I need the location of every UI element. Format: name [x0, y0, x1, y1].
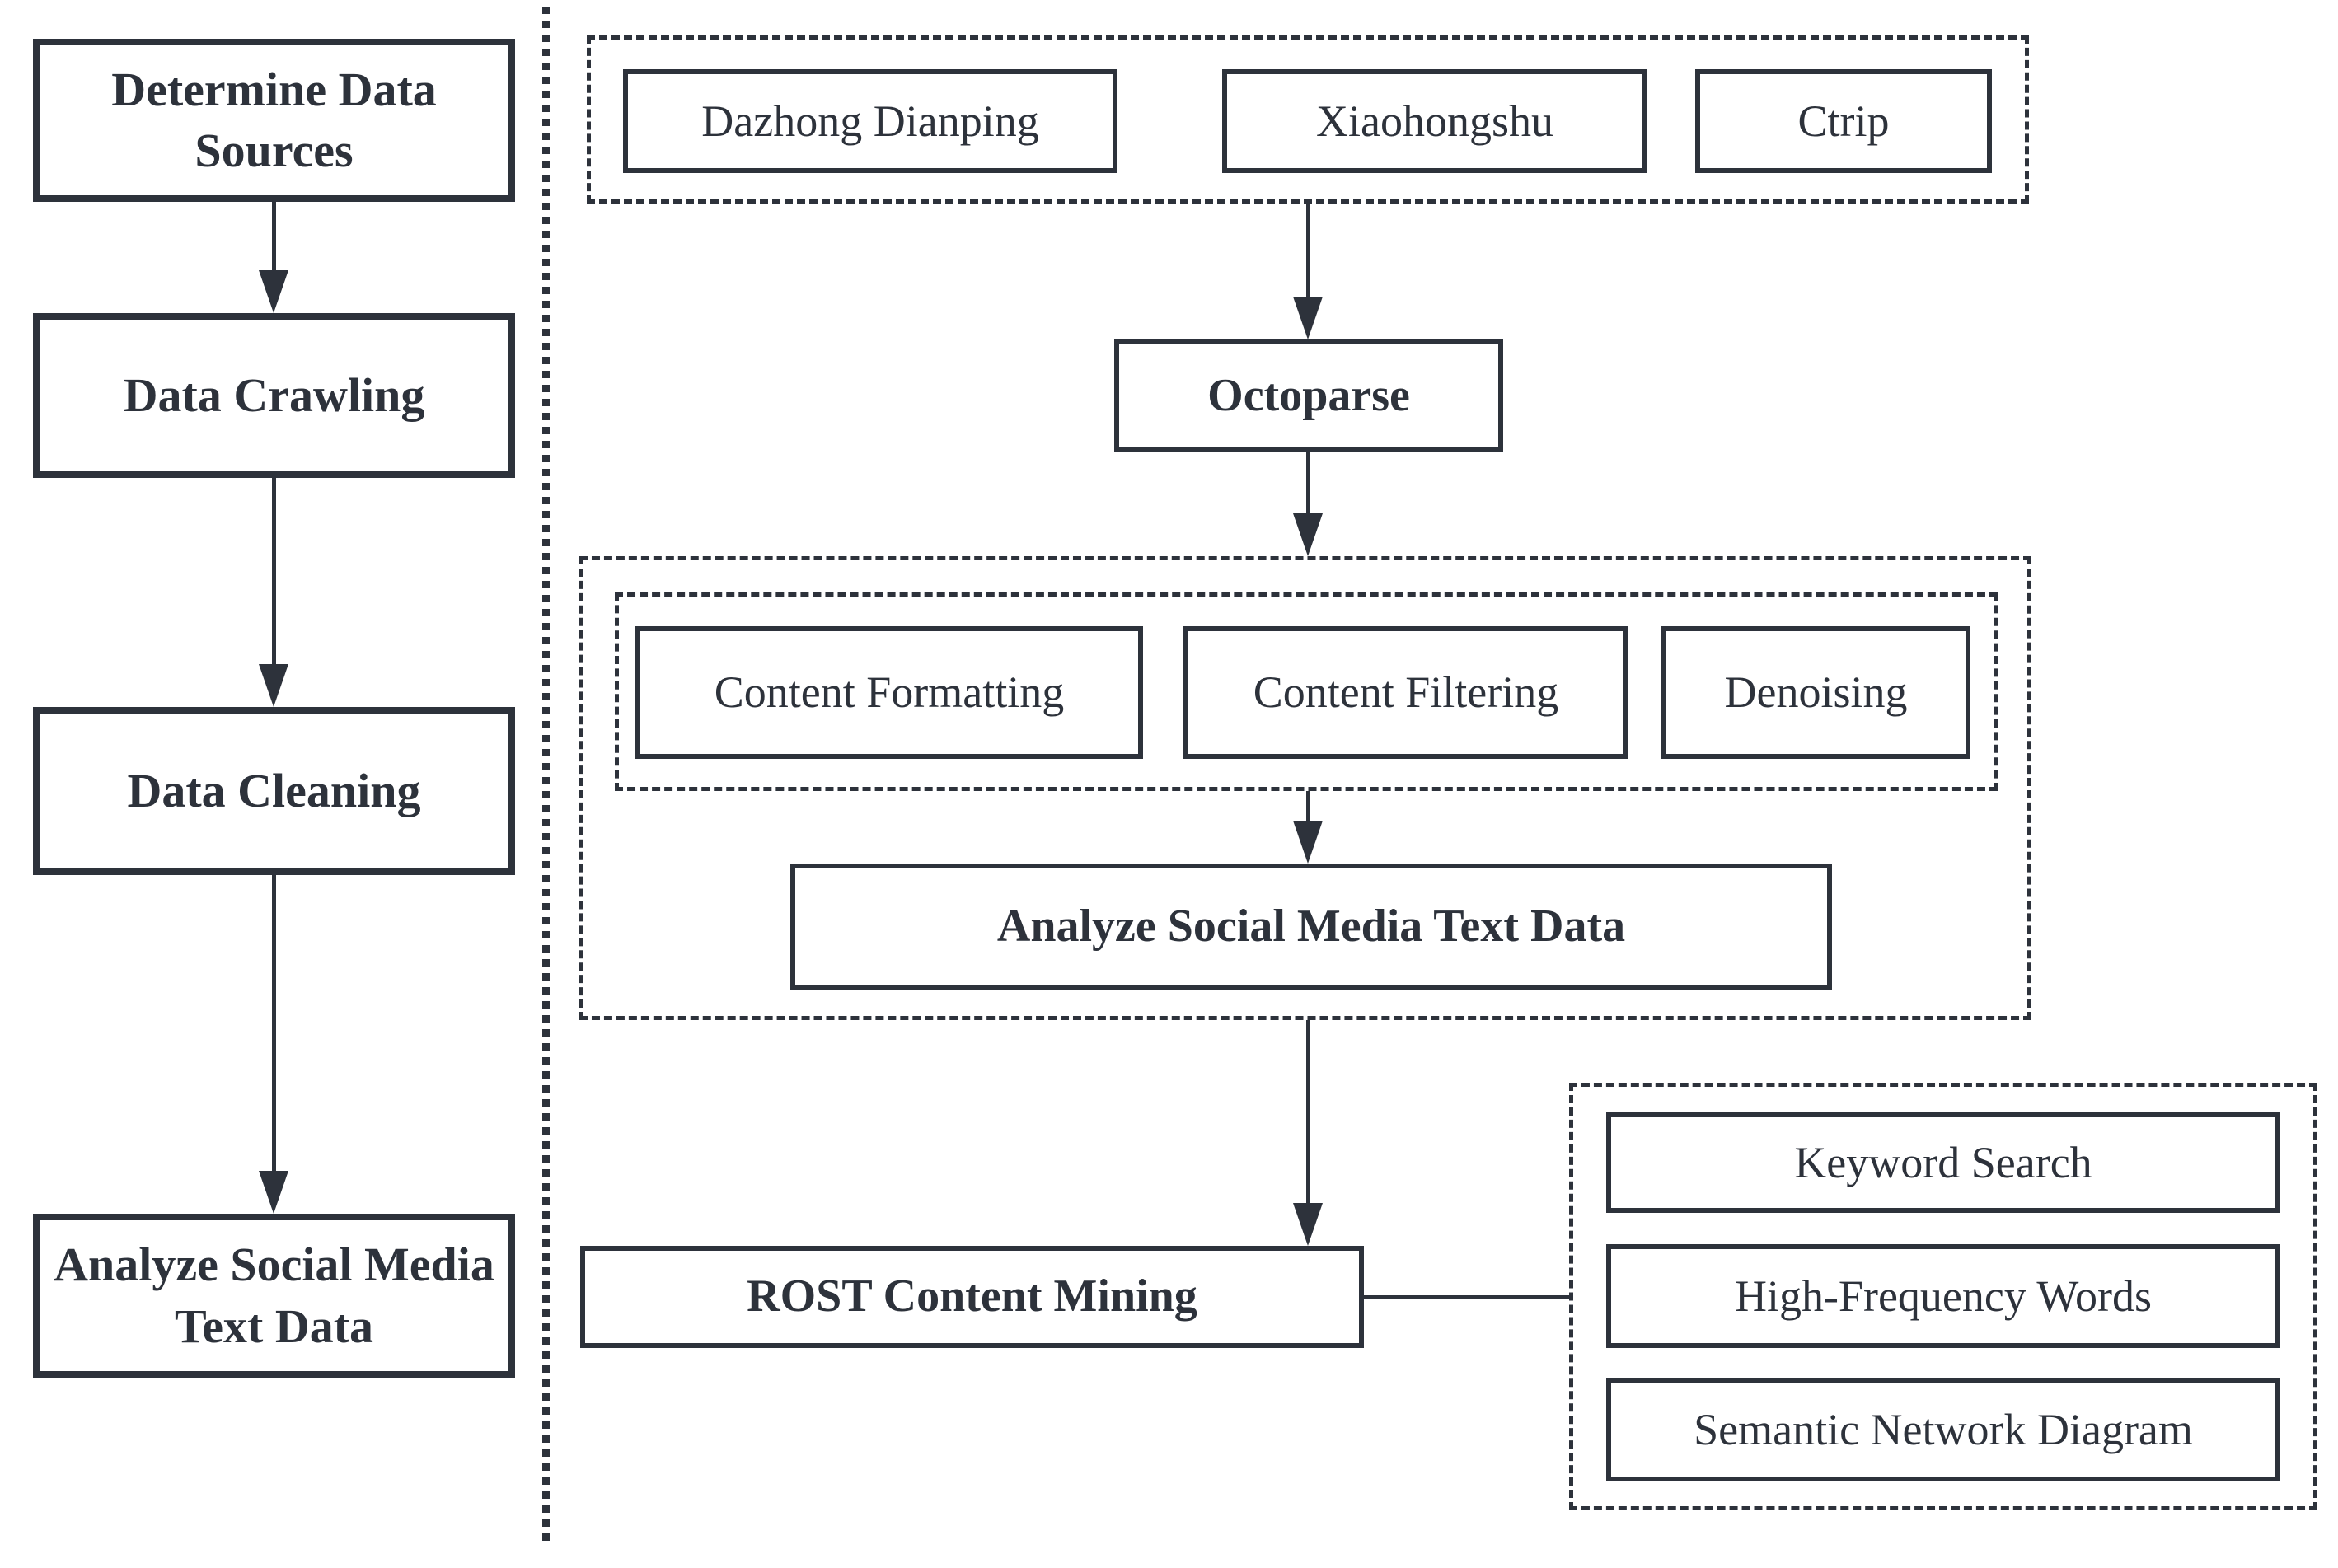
source-label: Xiaohongshu	[1316, 96, 1553, 146]
output-box-keyword-search: Keyword Search	[1606, 1112, 2280, 1213]
arrow-head-sources-to-octoparse	[1293, 297, 1323, 339]
arrow-head-crawling-to-cleaning	[259, 664, 288, 707]
data-sources-group	[587, 35, 2029, 204]
outputs-group	[1569, 1083, 2317, 1510]
tool-label: ROST Content Mining	[747, 1271, 1197, 1322]
step-label: Data Cleaning	[127, 763, 421, 817]
cleaning-label: Content Filtering	[1253, 667, 1559, 718]
source-label: Dazhong Dianping	[701, 96, 1039, 146]
output-box-high-frequency-words: High-Frequency Words	[1606, 1244, 2280, 1348]
source-label: Ctrip	[1797, 96, 1890, 146]
output-label: Keyword Search	[1794, 1137, 2092, 1187]
arrow-shaft-determine-to-crawling	[272, 202, 276, 274]
connector-rost-to-outputs	[1364, 1295, 1570, 1299]
step-label: Data Crawling	[123, 367, 425, 422]
tool-box-rost-content-mining: ROST Content Mining	[580, 1246, 1364, 1348]
arrow-shaft-cleaning-to-analyze	[272, 875, 276, 1174]
arrow-shaft-octoparse-to-cleaning	[1306, 452, 1310, 517]
cleaning-label: Content Formatting	[714, 667, 1065, 718]
arrow-head-cleaning-to-analyze	[259, 1171, 288, 1214]
arrow-shaft-analysis-to-rost	[1306, 1020, 1310, 1206]
arrow-head-analysis-to-rost	[1293, 1203, 1323, 1246]
cleaning-box-content-filtering: Content Filtering	[1183, 626, 1628, 759]
cleaning-label: Denoising	[1724, 667, 1908, 718]
tool-box-octoparse: Octoparse	[1114, 339, 1503, 452]
cleaning-box-denoising: Denoising	[1661, 626, 1970, 759]
step-label: Determine Data Sources	[111, 62, 437, 177]
tool-label: Octoparse	[1207, 369, 1410, 421]
arrow-head-octoparse-to-cleaning	[1293, 513, 1323, 556]
step-box-data-crawling: Data Crawling	[33, 313, 515, 478]
arrow-head-determine-to-crawling	[259, 270, 288, 313]
source-box-xiaohongshu: Xiaohongshu	[1222, 69, 1647, 173]
arrow-shaft-cleaning-to-analysis	[1306, 791, 1310, 824]
arrow-head-cleaning-to-analysis	[1293, 821, 1323, 864]
step-box-data-cleaning: Data Cleaning	[33, 707, 515, 875]
output-label: Semantic Network Diagram	[1694, 1404, 2193, 1454]
output-label: High-Frequency Words	[1734, 1271, 2153, 1321]
step-box-analyze-social-media-text-data: Analyze Social Media Text Data	[33, 1214, 515, 1378]
arrow-shaft-sources-to-octoparse	[1306, 204, 1310, 300]
arrow-shaft-crawling-to-cleaning	[272, 478, 276, 667]
panel-divider-dotted-line	[542, 7, 550, 1546]
source-box-ctrip: Ctrip	[1695, 69, 1992, 173]
cleaning-steps-group	[615, 592, 1998, 791]
cleaning-box-content-formatting: Content Formatting	[635, 626, 1143, 759]
analysis-box-analyze-social-media-text-data: Analyze Social Media Text Data	[790, 864, 1832, 990]
step-box-determine-data-sources: Determine Data Sources	[33, 39, 515, 202]
output-box-semantic-network-diagram: Semantic Network Diagram	[1606, 1378, 2280, 1481]
source-box-dazhong-dianping: Dazhong Dianping	[623, 69, 1117, 173]
cleaning-analysis-group	[579, 556, 2031, 1020]
step-label: Analyze Social Media Text Data	[54, 1238, 494, 1353]
analysis-label: Analyze Social Media Text Data	[996, 900, 1626, 952]
